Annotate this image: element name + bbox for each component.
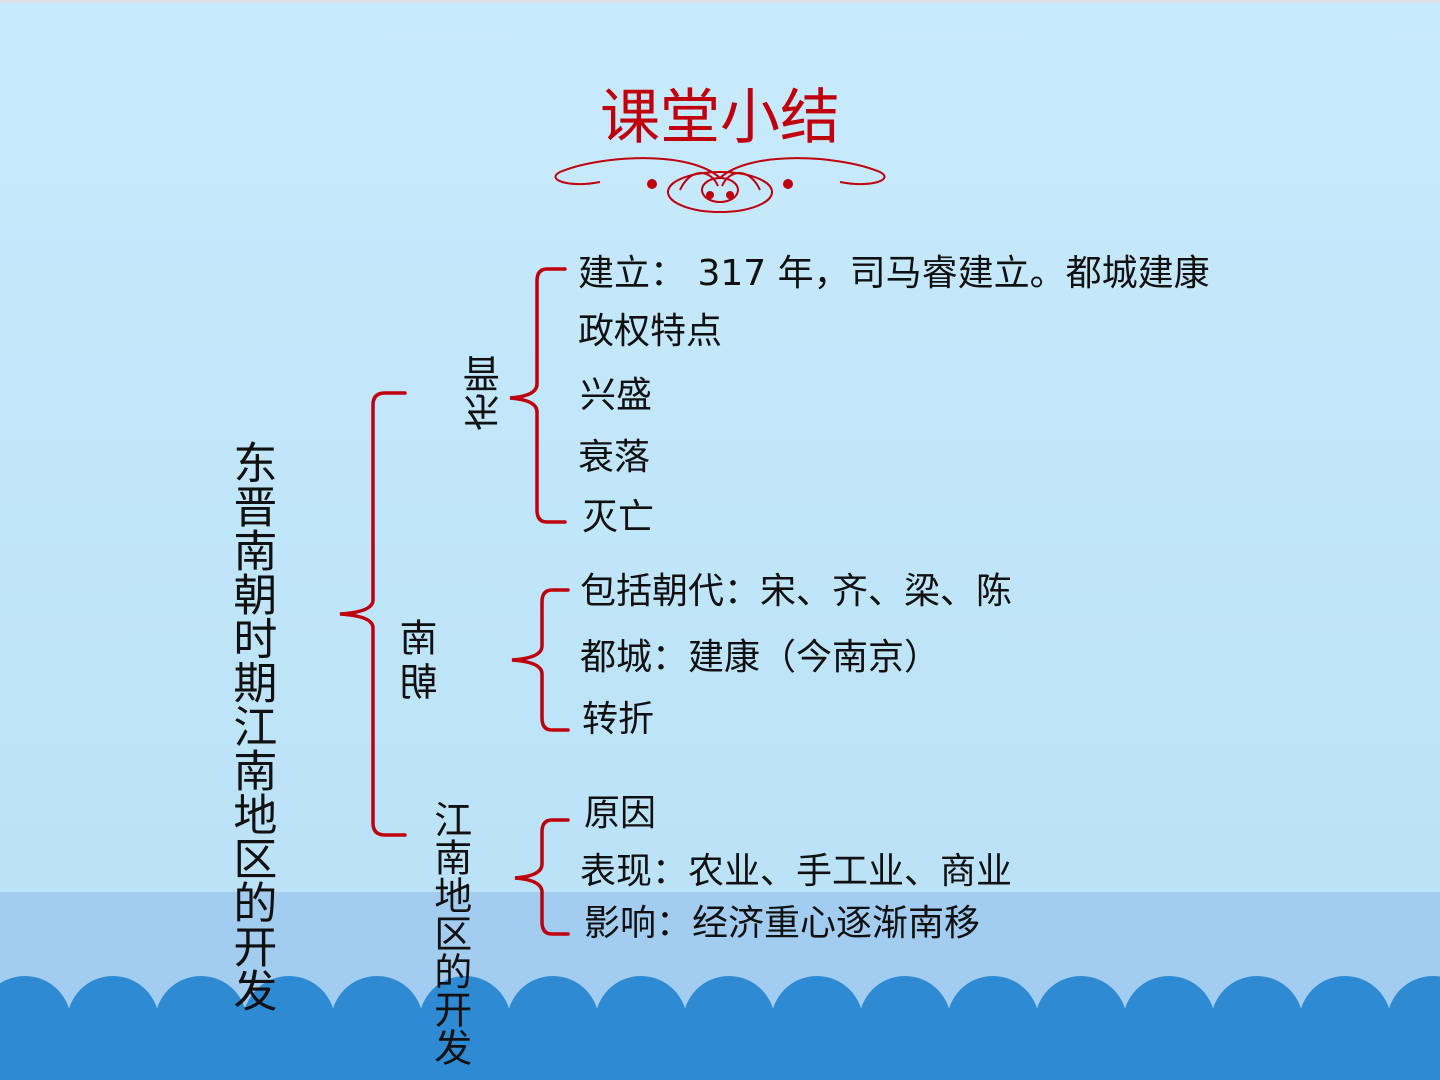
jiangnan-item-performance: 表现：农业、手工业、商业: [580, 851, 1013, 892]
slide-title: 课堂小结: [600, 83, 840, 153]
branch-label-dongjin: 东晋: [455, 355, 500, 431]
root-label-line1: 东晋南朝时期江: [225, 440, 277, 748]
wave-scale: [23, 1026, 115, 1080]
wave-scale: [1343, 1026, 1435, 1080]
jiangnan-bracket: [514, 818, 570, 936]
branch-label-nanchao: 南朝: [400, 618, 444, 706]
wave-scale: [1079, 1026, 1171, 1080]
dongjin-item-prosperity: 兴盛: [580, 375, 653, 416]
wave-scale: [375, 1026, 467, 1080]
dongjin-bracket: [509, 267, 567, 524]
nanchao-item-dynasties: 包括朝代：宋、齐、梁、陈: [580, 571, 1013, 612]
branch-label-jiangnan: 江南地区的开发: [427, 800, 472, 1066]
wave-scale: [815, 1026, 907, 1080]
wave-pattern: [0, 976, 1440, 1080]
wave-scale: [0, 1030, 27, 1080]
title-ornament: [554, 157, 886, 213]
nanchao-item-turning-point: 转折: [582, 699, 655, 740]
root-label: 东晋南朝时期江南地区的开发: [225, 440, 277, 1012]
jiangnan-item-impact: 影响：经济重心逐渐南移: [584, 903, 981, 944]
jiangnan-item-reason: 原因: [584, 793, 657, 834]
nanchao-bracket: [511, 588, 570, 732]
wave-scale: [199, 1026, 291, 1080]
dongjin-item-founding: 建立： 317 年，司马睿建立。都城建康: [578, 253, 1210, 294]
wave-scale: [903, 1026, 995, 1080]
dongjin-item-fall: 灭亡: [582, 497, 655, 538]
wave-scale: [727, 1026, 819, 1080]
branch-label-jiangnan-line2: 的开发: [427, 952, 472, 1066]
wave-scale: [991, 1026, 1083, 1080]
wave-scale: [1431, 1044, 1440, 1080]
wave-scale: [287, 1026, 379, 1080]
wave-scale: [1167, 1026, 1259, 1080]
nanchao-item-capital: 都城：建康（今南京）: [580, 637, 941, 678]
branch-label-jiangnan-line1: 江南地区: [427, 800, 472, 952]
root-label-line2: 南地区的开发: [225, 748, 277, 1012]
dongjin-item-regime: 政权特点: [578, 311, 723, 352]
wave-scale: [111, 1026, 203, 1080]
wave-scale: [1255, 1026, 1347, 1080]
dongjin-item-decline: 衰落: [578, 437, 651, 478]
root-bracket: [339, 391, 407, 837]
wave-scale: [551, 1026, 643, 1080]
wave-scale: [639, 1026, 731, 1080]
wave-scale: [463, 1026, 555, 1080]
